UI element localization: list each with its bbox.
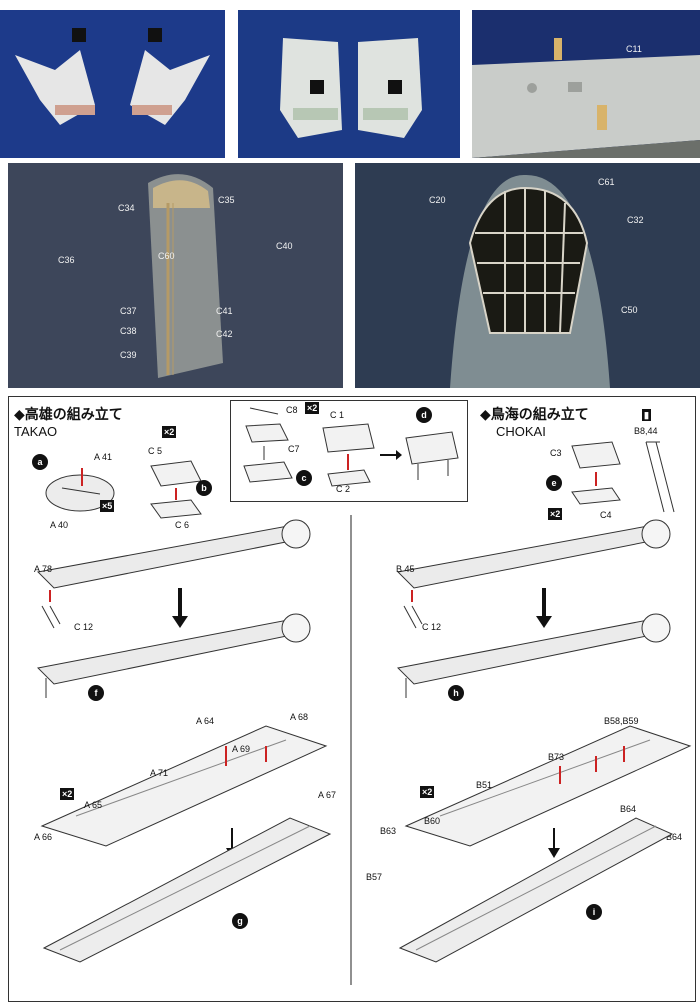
deck-label-c11: C11 xyxy=(626,44,642,54)
step-h-label-b45: B 45 xyxy=(396,564,415,574)
photo-stern-parts xyxy=(238,10,460,158)
step-a-label-a40: A 40 xyxy=(50,520,69,530)
center-sub-assembly-frame xyxy=(230,400,468,502)
step-g-multiplier: ×2 xyxy=(60,788,75,800)
step-d-result xyxy=(405,431,459,480)
deck-shape xyxy=(472,38,700,158)
step-d-label-c1: C 1 xyxy=(330,410,345,420)
takao-crane-final xyxy=(42,817,332,963)
funnel-label-c40: C40 xyxy=(276,241,293,251)
step-b-label-c6: C 6 xyxy=(175,520,190,530)
chokai-ladder xyxy=(645,441,675,513)
step-b-badge: b xyxy=(196,480,212,496)
step-f-hook xyxy=(41,590,61,629)
takao-down-arrow xyxy=(172,588,188,628)
instruction-frame xyxy=(8,396,696,1002)
chokai-title: ◆鳥海の組み立て xyxy=(480,407,589,423)
step-g-label-a66: A 66 xyxy=(34,832,53,842)
step-i-label-b64-top: B64 xyxy=(620,804,637,814)
step-f-label-a78: A 78 xyxy=(34,564,53,574)
photo-funnel-top: C20 C61 C32 C50 xyxy=(355,163,700,388)
step-c-badge: c xyxy=(296,470,312,486)
chokai-part-icon: ▮ xyxy=(642,409,651,421)
funnel-top-label-c61: C61 xyxy=(598,177,615,187)
funnel-label-c38: C38 xyxy=(120,326,137,336)
step-f-badge: f xyxy=(88,685,104,701)
funnel-label-c39: C39 xyxy=(120,350,137,360)
takao-boom-lower xyxy=(36,613,311,698)
photo-bow-parts xyxy=(0,10,225,158)
step-a-disc xyxy=(45,468,115,512)
photo-funnel-side: C34 C35 C36 C60 C40 C37 C41 C38 C42 C39 xyxy=(8,163,343,388)
step-d-arrow xyxy=(380,450,402,460)
step-i-label-b51: B51 xyxy=(476,780,493,790)
bow-parts-shape xyxy=(15,28,210,125)
step-h-badge: h xyxy=(448,685,464,701)
step-d-tower xyxy=(322,423,375,487)
chokai-subtitle: CHOKAI xyxy=(496,424,546,439)
funnel-top-label-c50: C50 xyxy=(621,305,638,315)
funnel-top-shape xyxy=(450,174,610,388)
funnel-label-c34: C34 xyxy=(118,203,135,213)
step-d-label-c2: C 2 xyxy=(336,484,351,494)
funnel-label-c42: C42 xyxy=(216,329,233,339)
step-a-label-a41: A 41 xyxy=(94,452,113,462)
step-g-label-a65: A 65 xyxy=(84,800,103,810)
step-i-label-b73: B73 xyxy=(548,752,565,762)
step-g-label-a68: A 68 xyxy=(290,712,309,722)
step-b-multiplier: ×2 xyxy=(162,426,177,438)
step-c-label-c8: C8 xyxy=(286,405,298,415)
step-g-label-a64: A 64 xyxy=(196,716,215,726)
funnel-label-c41: C41 xyxy=(216,306,233,316)
step-i-multiplier: ×2 xyxy=(420,786,435,798)
stern-parts-shape xyxy=(280,38,422,138)
chokai-boom-upper xyxy=(396,519,671,589)
funnel-side-shape xyxy=(148,174,223,378)
step-i-label-b57: B57 xyxy=(366,872,383,882)
step-c-assembly xyxy=(243,407,293,483)
step-d-badge: d xyxy=(416,407,432,423)
step-i-badge: i xyxy=(586,904,602,920)
step-h-label-c12: C 12 xyxy=(422,622,442,632)
step-e-label-c4: C4 xyxy=(600,510,612,520)
step-g-label-a67: A 67 xyxy=(318,790,337,800)
chokai-crane-final xyxy=(398,817,674,963)
chokai-part-tag: B8,44 xyxy=(634,426,658,436)
chokai-down-arrow xyxy=(536,588,552,628)
funnel-label-c35: C35 xyxy=(218,195,235,205)
funnel-label-c36: C36 xyxy=(58,255,75,265)
step-c-label-c7: C7 xyxy=(288,444,300,454)
step-e-multiplier: ×2 xyxy=(548,508,563,520)
funnel-label-c60: C60 xyxy=(158,251,175,261)
step-a-multiplier: ×5 xyxy=(100,500,115,512)
step-i-label-b64-right: B64 xyxy=(666,832,683,842)
step-h-hook xyxy=(403,590,423,629)
step-e-label-c3: C3 xyxy=(550,448,562,458)
step-i-label-b60: B60 xyxy=(424,816,441,826)
funnel-top-label-c20: C20 xyxy=(429,195,446,205)
takao-subtitle: TAKAO xyxy=(14,424,58,439)
chokai-down-arrow-2 xyxy=(548,828,560,858)
step-b-label-c5: C 5 xyxy=(148,446,163,456)
step-e-assembly xyxy=(571,441,621,505)
step-i-label-b58-b59: B58,B59 xyxy=(604,716,639,726)
takao-boom-upper xyxy=(36,519,311,589)
funnel-top-label-c32: C32 xyxy=(627,215,644,225)
takao-crane-frame xyxy=(40,725,328,847)
step-f-label-c12: C 12 xyxy=(74,622,94,632)
chokai-boom-lower xyxy=(396,613,671,698)
center-multiplier: ×2 xyxy=(305,402,320,414)
step-b-assembly xyxy=(150,460,202,519)
step-e-badge: e xyxy=(546,475,562,491)
step-g-badge: g xyxy=(232,913,248,929)
column-divider xyxy=(350,515,352,985)
step-g-label-a71: A 71 xyxy=(150,768,169,778)
step-g-label-a69: A 69 xyxy=(232,744,251,754)
step-a-badge: a xyxy=(32,454,48,470)
chokai-crane-frame xyxy=(404,725,692,847)
funnel-label-c37: C37 xyxy=(120,306,137,316)
photo-deck-detail: C11 xyxy=(472,10,700,158)
step-i-label-b63: B63 xyxy=(380,826,397,836)
takao-title: ◆高雄の組み立て xyxy=(14,407,123,423)
